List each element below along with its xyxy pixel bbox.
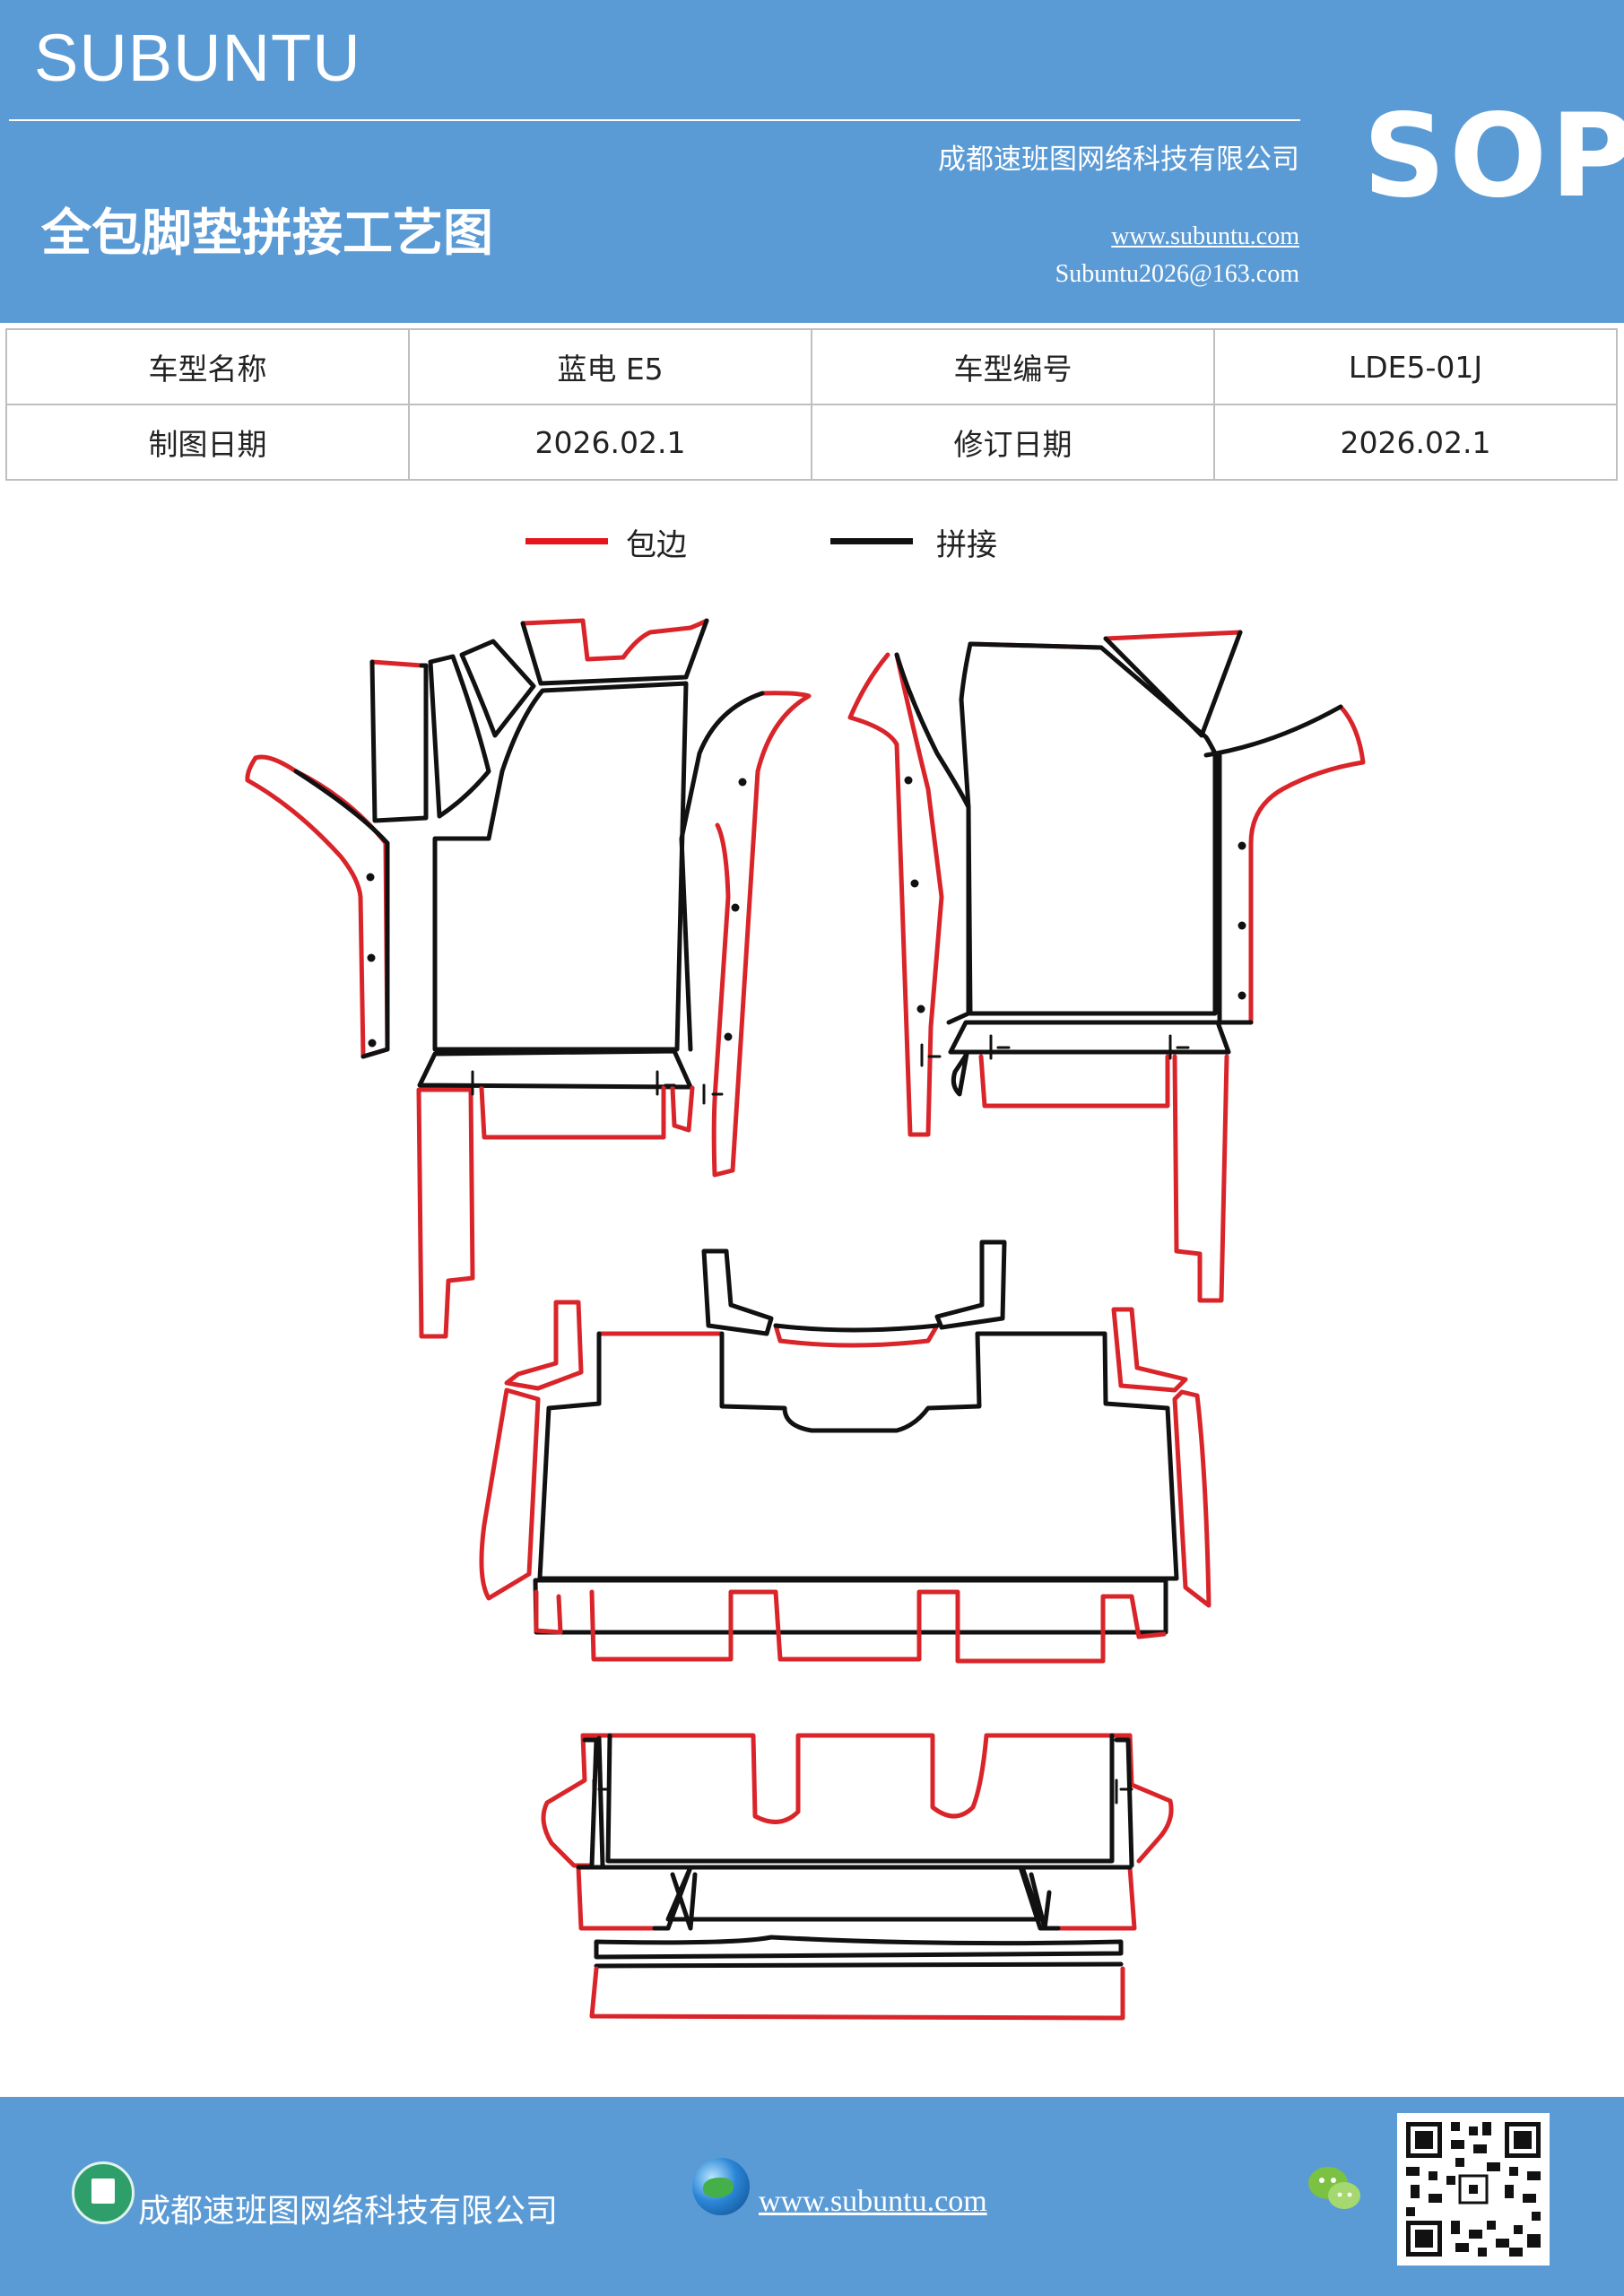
header-company: 成都速班图网络科技有限公司: [938, 144, 1299, 176]
table-cell: 制图日期: [5, 404, 410, 481]
mounting-dots: [366, 776, 1246, 1048]
legend-edge-swatch: [525, 538, 608, 544]
footer-banner: 成都速班图网络科技有限公司 www.subuntu.com: [0, 2097, 1624, 2296]
header-website-link[interactable]: www.subuntu.com: [1111, 222, 1299, 250]
qr-code[interactable]: [1397, 2113, 1550, 2266]
third-row-mat: [541, 1733, 1174, 2021]
floor-mat-diagram: [245, 618, 1366, 2021]
brand-name: SUBUNTU: [34, 21, 361, 95]
header-divider: [9, 119, 1300, 121]
header-email[interactable]: Subuntu2026@163.com: [1055, 260, 1299, 288]
table-cell: LDE5-01J: [1213, 328, 1618, 405]
table-cell: 2026.02.1: [1213, 404, 1618, 481]
passenger-mat: [847, 630, 1366, 1303]
globe-icon: [692, 2158, 750, 2215]
table-cell: 修订日期: [811, 404, 1215, 481]
table-cell: 车型编号: [811, 328, 1215, 405]
table-row: 制图日期 2026.02.1 修订日期 2026.02.1: [5, 404, 1618, 481]
table-cell: 蓝电 E5: [408, 328, 812, 405]
building-icon: [72, 2161, 135, 2224]
table-cell: 车型名称: [5, 328, 410, 405]
legend-edge-label: 包边: [626, 527, 687, 563]
legend-seam-swatch: [830, 538, 913, 544]
footer-company: 成都速班图网络科技有限公司: [138, 2193, 559, 2230]
legend-seam-label: 拼接: [936, 527, 997, 563]
header-banner: SUBUNTU 成都速班图网络科技有限公司 全包脚垫拼接工艺图 www.subu…: [0, 0, 1624, 323]
table-row: 车型名称 蓝电 E5 车型编号 LDE5-01J: [5, 328, 1618, 405]
table-cell: 2026.02.1: [408, 404, 812, 481]
vehicle-info-table: 车型名称 蓝电 E5 车型编号 LDE5-01J 制图日期 2026.02.1 …: [5, 328, 1618, 481]
sop-badge: SOP: [1363, 90, 1624, 223]
driver-mat: [245, 618, 812, 1339]
wechat-icon[interactable]: [1305, 2161, 1364, 2215]
footer-website-link[interactable]: www.subuntu.com: [759, 2185, 987, 2218]
second-row-mat: [479, 1239, 1211, 1664]
legend: 包边 拼接: [0, 520, 1624, 574]
page-title: 全包脚垫拼接工艺图: [41, 204, 493, 263]
